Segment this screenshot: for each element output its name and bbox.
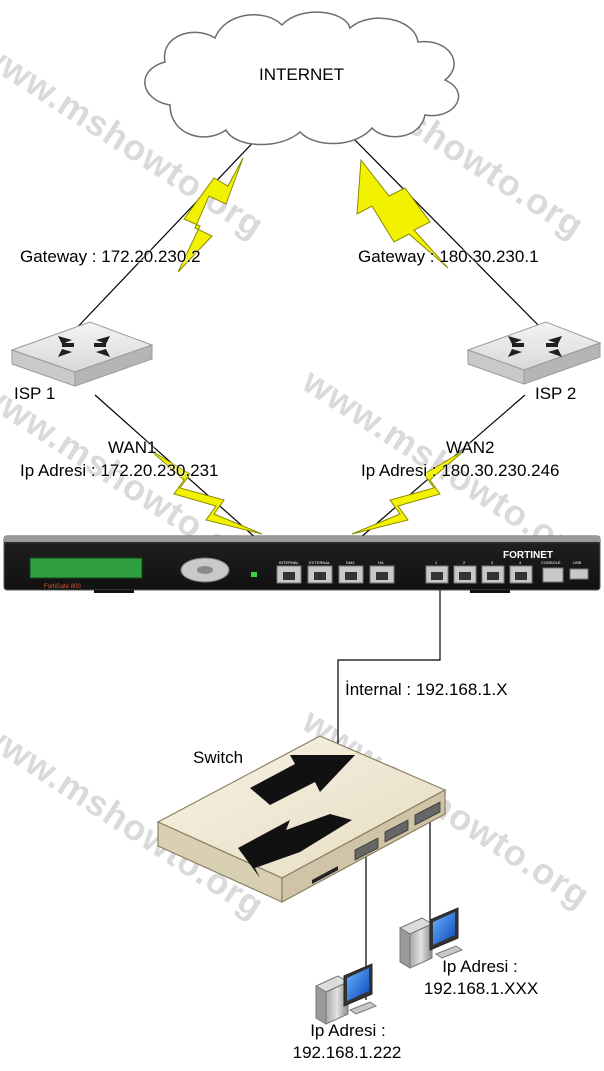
host1-ip-value: 192.168.1.XXX — [423, 979, 539, 998]
internal-ip-label: İnternal : 192.168.1.X — [345, 680, 508, 699]
host2-ip-heading: Ip Adresi : — [310, 1021, 386, 1040]
host2-ip-value: 192.168.1.222 — [292, 1043, 402, 1062]
lightning-bolts — [149, 157, 466, 535]
isp1-gateway-label: Gateway : 172.20.230.2 — [20, 247, 201, 266]
lightning-icon — [351, 449, 466, 535]
svg-text:1: 1 — [435, 560, 438, 565]
isp2-router — [466, 321, 602, 385]
svg-text:HA: HA — [378, 560, 384, 565]
connection-lines — [69, 129, 546, 1000]
link-internet-isp2 — [344, 129, 546, 333]
internet-cloud — [144, 11, 460, 146]
svg-text:CONSOLE: CONSOLE — [541, 560, 561, 565]
link-internet-isp1 — [69, 132, 263, 336]
power-led-icon — [251, 572, 257, 577]
router-arrows-icon — [58, 336, 110, 357]
wan1-ip-label: Ip Adresi : 172.20.230.231 — [20, 461, 219, 480]
switch-label: Switch — [193, 748, 244, 767]
internet-label: INTERNET — [259, 65, 344, 84]
host1-ip-heading: Ip Adresi : — [442, 957, 518, 976]
svg-text:3: 3 — [491, 560, 494, 565]
lcd-display — [29, 557, 143, 579]
wan2-label: WAN2 — [446, 438, 495, 457]
isp2-label: ISP 2 — [535, 384, 577, 403]
svg-text:4: 4 — [519, 560, 522, 565]
isp1-router — [10, 321, 154, 387]
isp2-gateway-label: Gateway : 180.30.230.1 — [358, 247, 539, 266]
wan1-label: WAN1 — [108, 438, 157, 457]
svg-text:INTERNAL: INTERNAL — [279, 560, 300, 565]
lightning-icon — [149, 449, 263, 535]
firewall-appliance — [3, 535, 601, 593]
network-switch — [156, 735, 447, 904]
firewall-model: FortiGate 800 — [44, 584, 81, 590]
lightning-icon — [177, 157, 244, 273]
lightning-icon — [356, 158, 449, 269]
desktop-computer-icon — [398, 907, 464, 969]
port-labels: INTERNAL EXTERNAL DMZ HA 1 2 3 4 CONSOLE… — [279, 560, 582, 565]
link-firewall-switch — [337, 584, 441, 748]
svg-text:DMZ: DMZ — [346, 560, 355, 565]
switch-arrows-icon — [238, 755, 355, 878]
isp1-label: ISP 1 — [14, 384, 56, 403]
router-arrows-icon — [508, 336, 562, 357]
firewall-brand: FORTINET — [503, 550, 553, 561]
svg-text:2: 2 — [463, 560, 466, 565]
desktop-computer-icon — [314, 963, 378, 1025]
switch-ports — [354, 801, 441, 861]
svg-text:USB: USB — [573, 560, 582, 565]
wan2-ip-label: Ip Adresi : 180.30.230.246 — [361, 461, 560, 480]
svg-text:EXTERNAL: EXTERNAL — [309, 560, 331, 565]
